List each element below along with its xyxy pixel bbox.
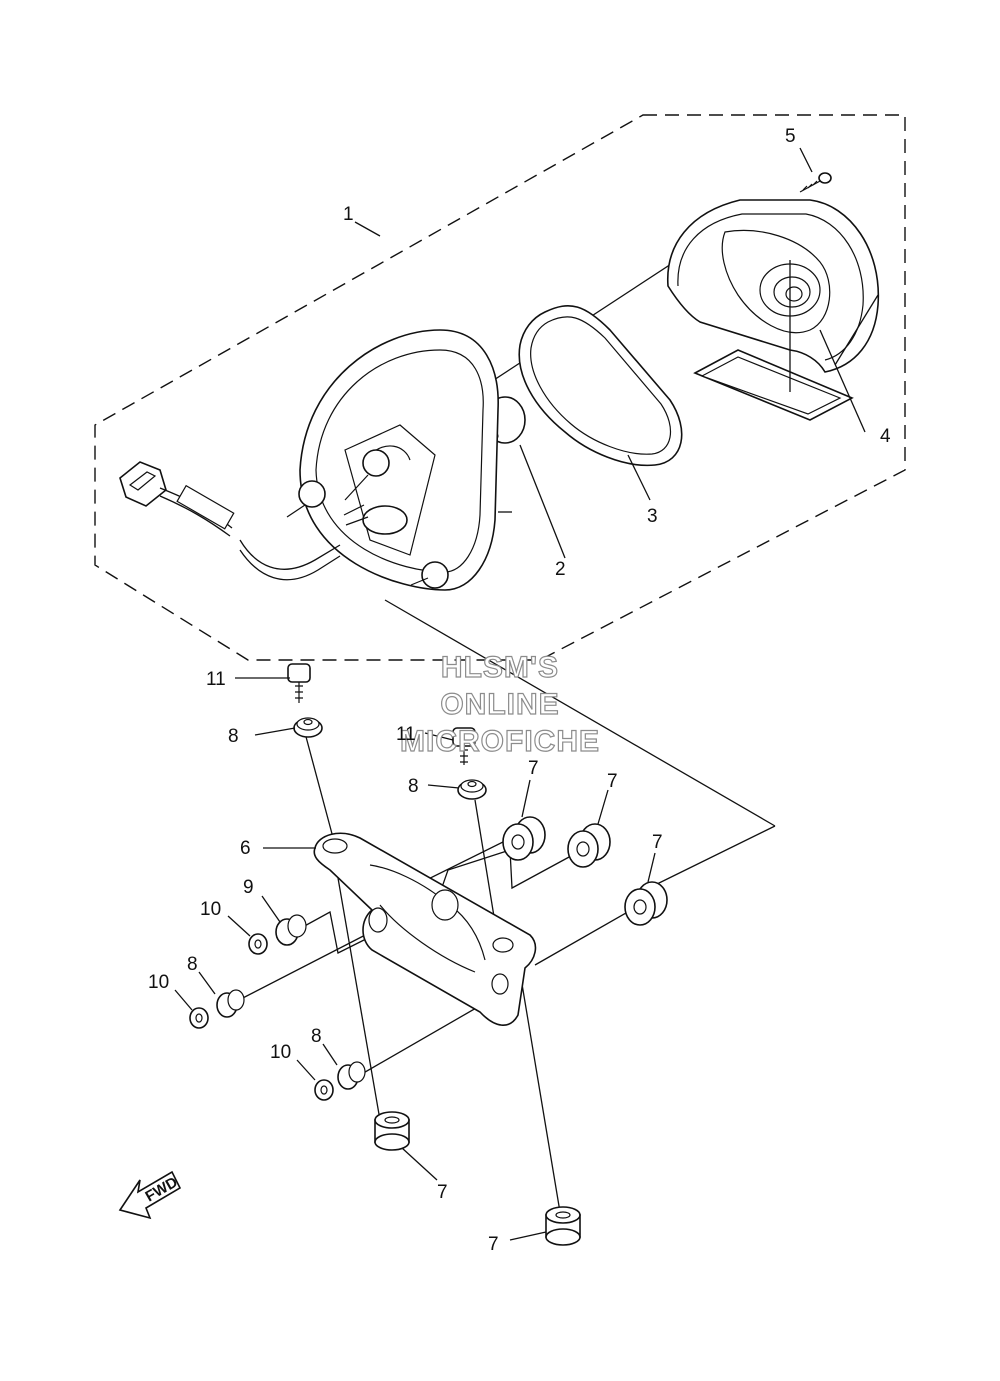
damper-part-7-c [624,881,668,926]
damper-part-7-d [374,1111,410,1151]
nut-part-10-b [189,1007,209,1029]
screw-part-5 [799,172,832,193]
callout-7-a: 7 [528,758,539,779]
watermark-line-3: MICROFICHE [400,725,600,758]
callout-5: 5 [785,126,796,147]
collar-part-8-d [337,1061,366,1090]
nut-part-10-a [248,933,268,955]
callout-10-b: 10 [148,972,169,993]
callout-11-a: 11 [206,669,226,690]
callout-11-b: 11 [396,724,416,745]
watermark: HLSM'S ONLINE MICROFICHE [399,650,600,758]
damper-part-7-a [502,816,546,861]
wire-harness [119,461,341,581]
gasket-part-3 [518,304,683,467]
damper-part-7-b [567,823,611,868]
callout-6: 6 [240,838,251,859]
callout-1: 1 [343,204,354,225]
callout-8-b: 8 [408,776,419,797]
callout-7-b: 7 [607,771,618,792]
damper-part-7-e [545,1206,581,1246]
watermark-line-1: HLSM'S [441,651,559,684]
callout-9: 9 [243,877,254,898]
callout-8-a: 8 [228,726,239,747]
callout-3: 3 [647,506,658,527]
collar-part-9 [275,914,307,946]
callout-8-c: 8 [187,954,198,975]
bolt-part-11-lower [452,727,476,765]
callout-10-a: 10 [200,899,221,920]
callout-7-e: 7 [488,1234,499,1255]
bracket-part-6 [313,832,537,1026]
callout-2: 2 [555,559,566,580]
leader-lines [174,147,879,1241]
callout-7-c: 7 [652,832,663,853]
lens-part-4 [667,199,880,421]
collar-part-8-c [216,989,245,1018]
collar-part-8-a [293,717,323,738]
bolt-part-11-upper [287,663,311,703]
nut-part-10-c [314,1079,334,1101]
callout-7-d: 7 [437,1182,448,1203]
fwd-arrow-icon: FWD [118,1170,182,1220]
callout-labels: 1 2 3 4 5 6 7 7 7 7 7 8 8 8 8 9 10 10 10… [148,126,891,1255]
callout-8-d: 8 [311,1026,322,1047]
collar-part-8-b [457,779,487,800]
assembly-boundary [94,114,906,661]
tail-light-housing [286,329,512,591]
watermark-line-2: ONLINE [440,688,559,721]
callout-10-c: 10 [270,1042,291,1063]
callout-4: 4 [880,426,891,447]
